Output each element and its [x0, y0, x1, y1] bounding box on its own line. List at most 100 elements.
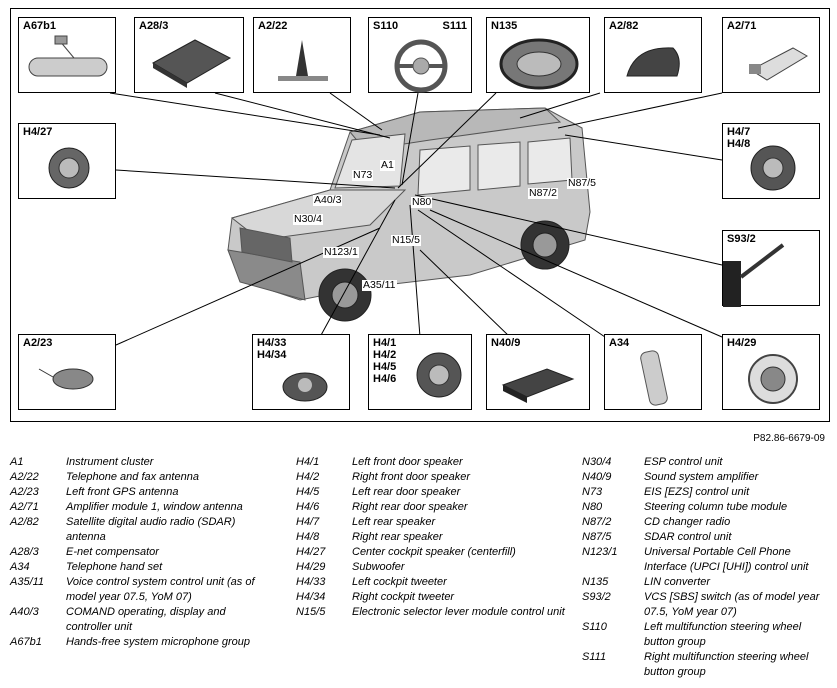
legend-code: N80	[582, 501, 603, 513]
legend-description: Satellite digital audio radio (SDAR) ant…	[66, 516, 236, 543]
legend-description: Sound system amplifier	[644, 471, 759, 483]
legend-row: H4/6 Right rear door speaker	[296, 500, 568, 515]
legend-code: H4/2	[296, 471, 320, 483]
legend-code: H4/7	[296, 516, 320, 528]
legend-row: H4/27 Center cockpit speaker (centerfill)	[296, 545, 568, 560]
legend-row: N73 EIS [EZS] control unit	[582, 485, 830, 500]
legend-description: Right rear door speaker	[352, 501, 468, 513]
legend-description: Left front door speaker	[352, 456, 463, 468]
legend-code: A34	[10, 561, 30, 573]
legend-description: Left front GPS antenna	[66, 486, 179, 498]
legend-description: CD changer radio	[644, 516, 731, 528]
legend-row: A2/23 Left front GPS antenna	[10, 485, 272, 500]
callout-n15-5: N15/5	[391, 234, 422, 246]
legend-code: S111	[582, 651, 607, 663]
legend-code: H4/8	[296, 531, 320, 543]
box-h4-7-8: H4/7 H4/8	[722, 123, 820, 199]
legend-description: E-net compensator	[66, 546, 159, 558]
legend-description: EIS [EZS] control unit	[644, 486, 750, 498]
legend-description: Left rear door speaker	[352, 486, 461, 498]
legend-row: A40/3 COMAND operating, display and contr…	[10, 605, 272, 635]
legend-row: N40/9 Sound system amplifier	[582, 470, 830, 485]
legend-description: Center cockpit speaker (centerfill)	[352, 546, 516, 558]
legend-description: Universal Portable Cell Phone Interface …	[644, 546, 809, 573]
voice-switch-stalk-icon	[723, 243, 785, 307]
box-n135: N135	[486, 17, 590, 93]
callout-n87-2: N87/2	[528, 187, 559, 199]
legend-code: N40/9	[582, 471, 612, 483]
legend-row: A35/11 Voice control system control unit …	[10, 575, 272, 605]
legend-code: N87/5	[582, 531, 612, 543]
box-a2-22: A2/22	[253, 17, 351, 93]
legend-code: H4/5	[296, 486, 320, 498]
box-h4-27: H4/27	[18, 123, 116, 199]
callout-a40-3: A40/3	[313, 194, 343, 206]
legend-row: H4/1 Left front door speaker	[296, 455, 568, 470]
legend-row: N30/4 ESP control unit	[582, 455, 830, 470]
speaker-icon	[48, 147, 90, 189]
box-a67b1: A67b1	[18, 17, 116, 93]
box-s110-s111: S110 S111	[368, 17, 472, 93]
legend-description: Voice control system control unit (as of…	[66, 576, 255, 603]
legend-description: Subwoofer	[352, 561, 405, 573]
legend-description: ESP control unit	[644, 456, 723, 468]
legend-code: H4/1	[296, 456, 320, 468]
box-h4-33-34: H4/33 H4/34	[252, 334, 350, 410]
callout-n73: N73	[352, 169, 374, 181]
box-a34: A34	[604, 334, 702, 410]
legend-description: Left multifunction steering wheel button…	[644, 621, 802, 648]
handset-icon	[640, 350, 668, 406]
legend-description: Steering column tube module	[644, 501, 788, 513]
legend-row: A2/82 Satellite digital audio radio (SDAR…	[10, 515, 272, 545]
callout-a1: A1	[380, 159, 395, 171]
door-speaker-icon	[416, 352, 462, 398]
legend-code: N87/2	[582, 516, 612, 528]
legend-description: Right cockpit tweeter	[352, 591, 455, 603]
legend-description: Right rear speaker	[352, 531, 443, 543]
tweeter-icon	[282, 372, 328, 402]
legend-description: COMAND operating, display and controller…	[66, 606, 226, 633]
legend-code: A67b1	[10, 636, 42, 648]
subwoofer-icon	[748, 354, 798, 404]
sdar-antenna-icon	[626, 47, 680, 77]
legend-code: N73	[582, 486, 603, 498]
legend-code: A35/11	[10, 576, 45, 588]
legend-code: H4/29	[296, 561, 326, 573]
legend-row: H4/7 Left rear speaker	[296, 515, 568, 530]
fin-antenna-icon	[278, 40, 328, 81]
box-a2-82: A2/82	[604, 17, 702, 93]
legend-row: N87/2 CD changer radio	[582, 515, 830, 530]
legend-code: N135	[582, 576, 609, 588]
legend-code: H4/27	[296, 546, 326, 558]
legend-code: N30/4	[582, 456, 612, 468]
amplifier-module-icon	[749, 47, 808, 81]
box-s93-2: S93/2	[722, 230, 820, 307]
callout-n80: N80	[411, 196, 433, 208]
legend-row: H4/29 Subwoofer	[296, 560, 568, 575]
compensator-module-icon	[151, 39, 232, 88]
legend-row: N80 Steering column tube module	[582, 500, 830, 515]
legend-description: Left rear speaker	[352, 516, 436, 528]
legend-code: H4/6	[296, 501, 320, 513]
legend-code: A2/23	[10, 486, 39, 498]
legend-code: A40/3	[10, 606, 39, 618]
speaker-icon	[750, 145, 796, 191]
legend-code: A2/82	[10, 516, 39, 528]
box-h4-29: H4/29	[722, 334, 820, 410]
legend-description: VCS [SBS] switch (as of model year 07.5,…	[644, 591, 820, 618]
